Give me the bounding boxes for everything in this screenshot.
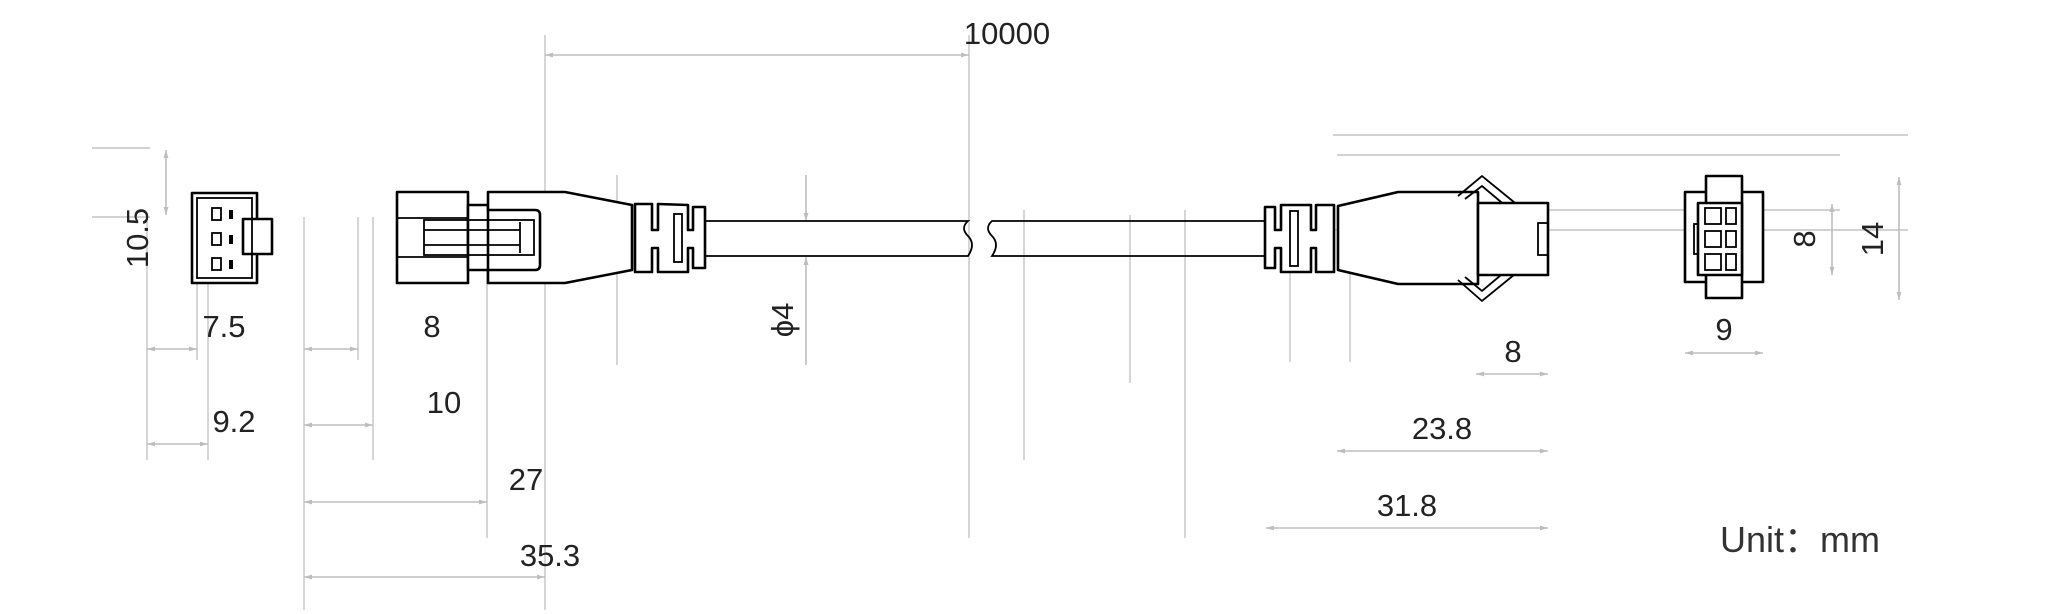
dim-left-plug-total: 35.3 (520, 538, 580, 573)
dim-left-end-width-outer: 9.2 (212, 404, 255, 439)
left-connector-end-view (190, 191, 274, 285)
dimension-lines (147, 52, 1902, 580)
dim-cable-diameter: ϕ4 (765, 303, 800, 338)
unit-label: Unit：mm (1720, 519, 1880, 560)
dim-right-end-height: 14 (1855, 222, 1890, 256)
cable (705, 220, 1265, 257)
dim-right-plug-head: 8 (1504, 334, 1521, 369)
right-connector-end-view (1683, 174, 1765, 300)
dim-left-end-height: 10.5 (120, 208, 155, 268)
extension-lines (92, 35, 1908, 610)
right-plug-side-view (1263, 174, 1550, 303)
dim-left-plug-neck: 10 (427, 385, 461, 420)
dim-right-end-width: 9 (1715, 312, 1732, 347)
dim-left-end-width-inner: 7.5 (202, 309, 245, 344)
dim-left-plug-body: 27 (509, 462, 543, 497)
dim-right-end-inner-height: 8 (1787, 230, 1822, 247)
dim-cable-length: 10000 (964, 16, 1050, 51)
dim-right-plug-total: 31.8 (1377, 488, 1437, 523)
dim-right-plug-body: 23.8 (1412, 411, 1472, 446)
left-plug-side-view (395, 190, 707, 285)
dim-left-plug-head: 8 (423, 309, 440, 344)
